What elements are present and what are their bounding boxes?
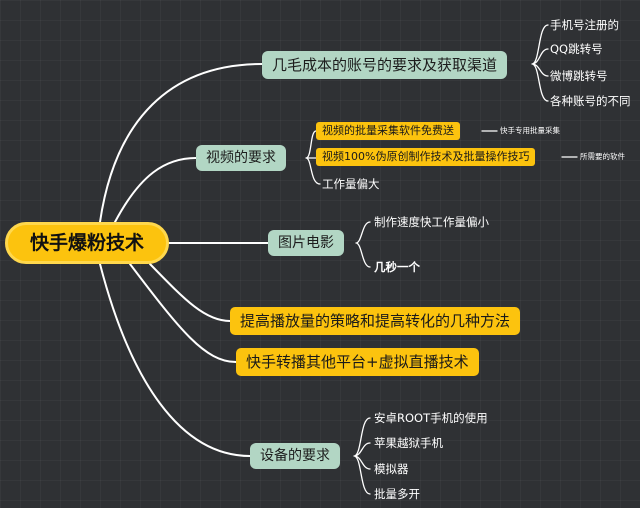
branch-image: 图片电影 <box>268 230 344 256</box>
connector-device <box>99 263 251 457</box>
connector-strategy <box>149 263 231 322</box>
device-item-multi: 批量多开 <box>374 487 420 501</box>
video-pseudo-node: 视频100%伪原创制作技术及批量操作技巧 <box>316 148 536 166</box>
connector-video <box>114 157 197 223</box>
connector-image-items <box>355 221 371 268</box>
connector-account-items <box>531 24 549 102</box>
video-pseudo-note: 所需要的软件 <box>580 152 625 161</box>
account-item-various: 各种账号的不同 <box>550 94 631 108</box>
branch-strategy: 提高播放量的策略和提高转化的几种方法 <box>230 307 521 335</box>
video-workload: 工作量偏大 <box>322 177 380 191</box>
connector-transfer <box>129 263 237 363</box>
connector-device-items <box>353 417 371 495</box>
connector-account <box>99 63 263 223</box>
video-software-note: 快手专用批量采集 <box>500 126 560 135</box>
video-software-node: 视频的批量采集软件免费送 <box>316 122 460 140</box>
root-node: 快手爆粉技术 <box>5 222 169 264</box>
branch-device: 设备的要求 <box>250 443 340 469</box>
branch-transfer: 快手转播其他平台+虚拟直播技术 <box>236 348 479 376</box>
account-item-phone: 手机号注册的 <box>550 18 619 32</box>
account-item-weibo: 微博跳转号 <box>550 69 608 83</box>
branch-account: 几毛成本的账号的要求及获取渠道 <box>262 51 508 79</box>
account-item-qq: QQ跳转号 <box>550 42 603 56</box>
device-item-android: 安卓ROOT手机的使用 <box>374 411 488 425</box>
image-item-speed: 制作速度快工作量偏小 <box>374 215 489 229</box>
branch-video: 视频的要求 <box>196 145 286 171</box>
device-item-ios: 苹果越狱手机 <box>374 436 443 450</box>
connector-video-notes <box>481 130 578 158</box>
connector-video-items <box>305 130 321 185</box>
device-item-emulator: 模拟器 <box>374 462 409 476</box>
image-item-seconds: 几秒一个 <box>374 260 420 274</box>
